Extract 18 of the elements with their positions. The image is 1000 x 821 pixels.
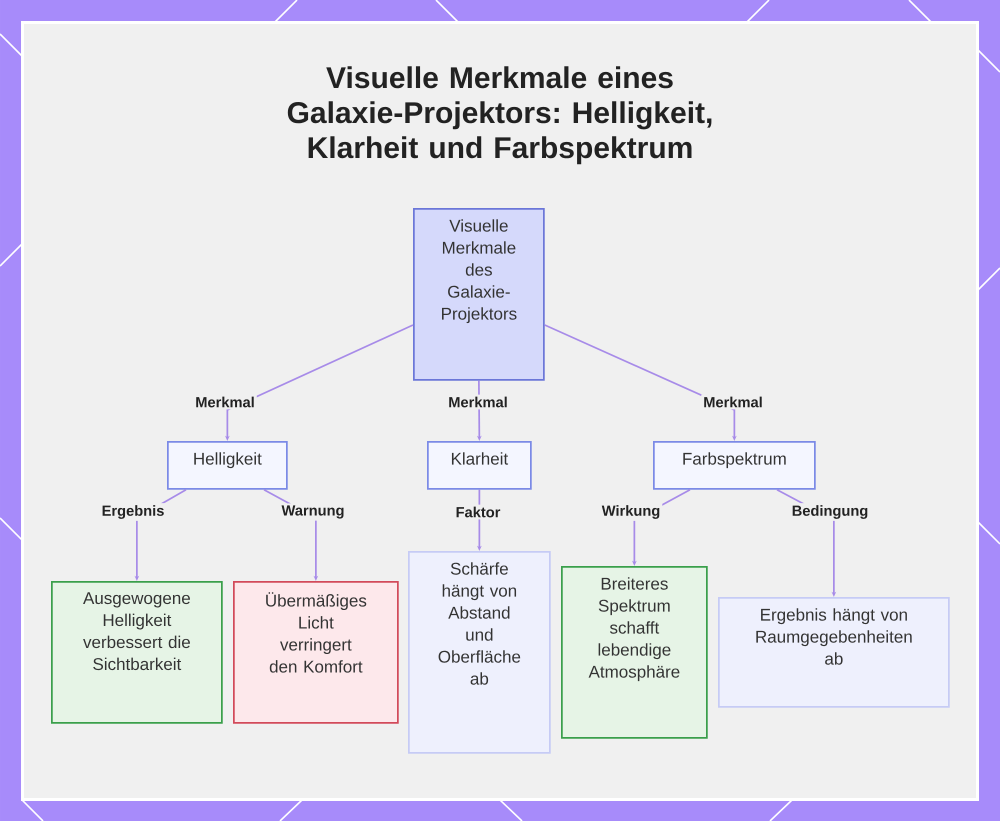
note-box: Ergebnis hängt von Raumgegebenheiten ab — [718, 597, 950, 708]
category-box: Klarheit — [427, 441, 532, 490]
edge-label: Merkmal — [446, 394, 510, 410]
edge-label: Faktor — [454, 504, 502, 520]
note-box: Schärfe hängt von Abstand und Oberfläche ab — [408, 551, 551, 754]
title: Visuelle Merkmale eines Galaxie-Projektors: Helligkeit, Klarheit und Farbspektrum — [288, 66, 712, 164]
outcome-box: Ausgewogene Helligkeit verbessert die Sichtbarkeit — [51, 581, 223, 724]
warning-box: Übermäßiges Licht verringert den Komfort — [233, 581, 399, 724]
category-box: Farbspektrum — [653, 441, 816, 490]
edge-label: Wirkung — [600, 503, 662, 521]
edge-label: Bedingung — [790, 503, 870, 521]
edge-label: Warnung — [280, 503, 346, 521]
edge-label: Merkmal — [193, 394, 257, 410]
edge-label: Ergebnis — [100, 503, 166, 521]
root-box: Visuelle Merkmale des Galaxie-Projektors — [413, 208, 545, 381]
category-box: Helligkeit — [167, 441, 288, 490]
edge-label: Merkmal — [701, 394, 765, 410]
outcome-box: Breiteres Spektrum schafft lebendige Atmosphäre — [561, 566, 708, 739]
